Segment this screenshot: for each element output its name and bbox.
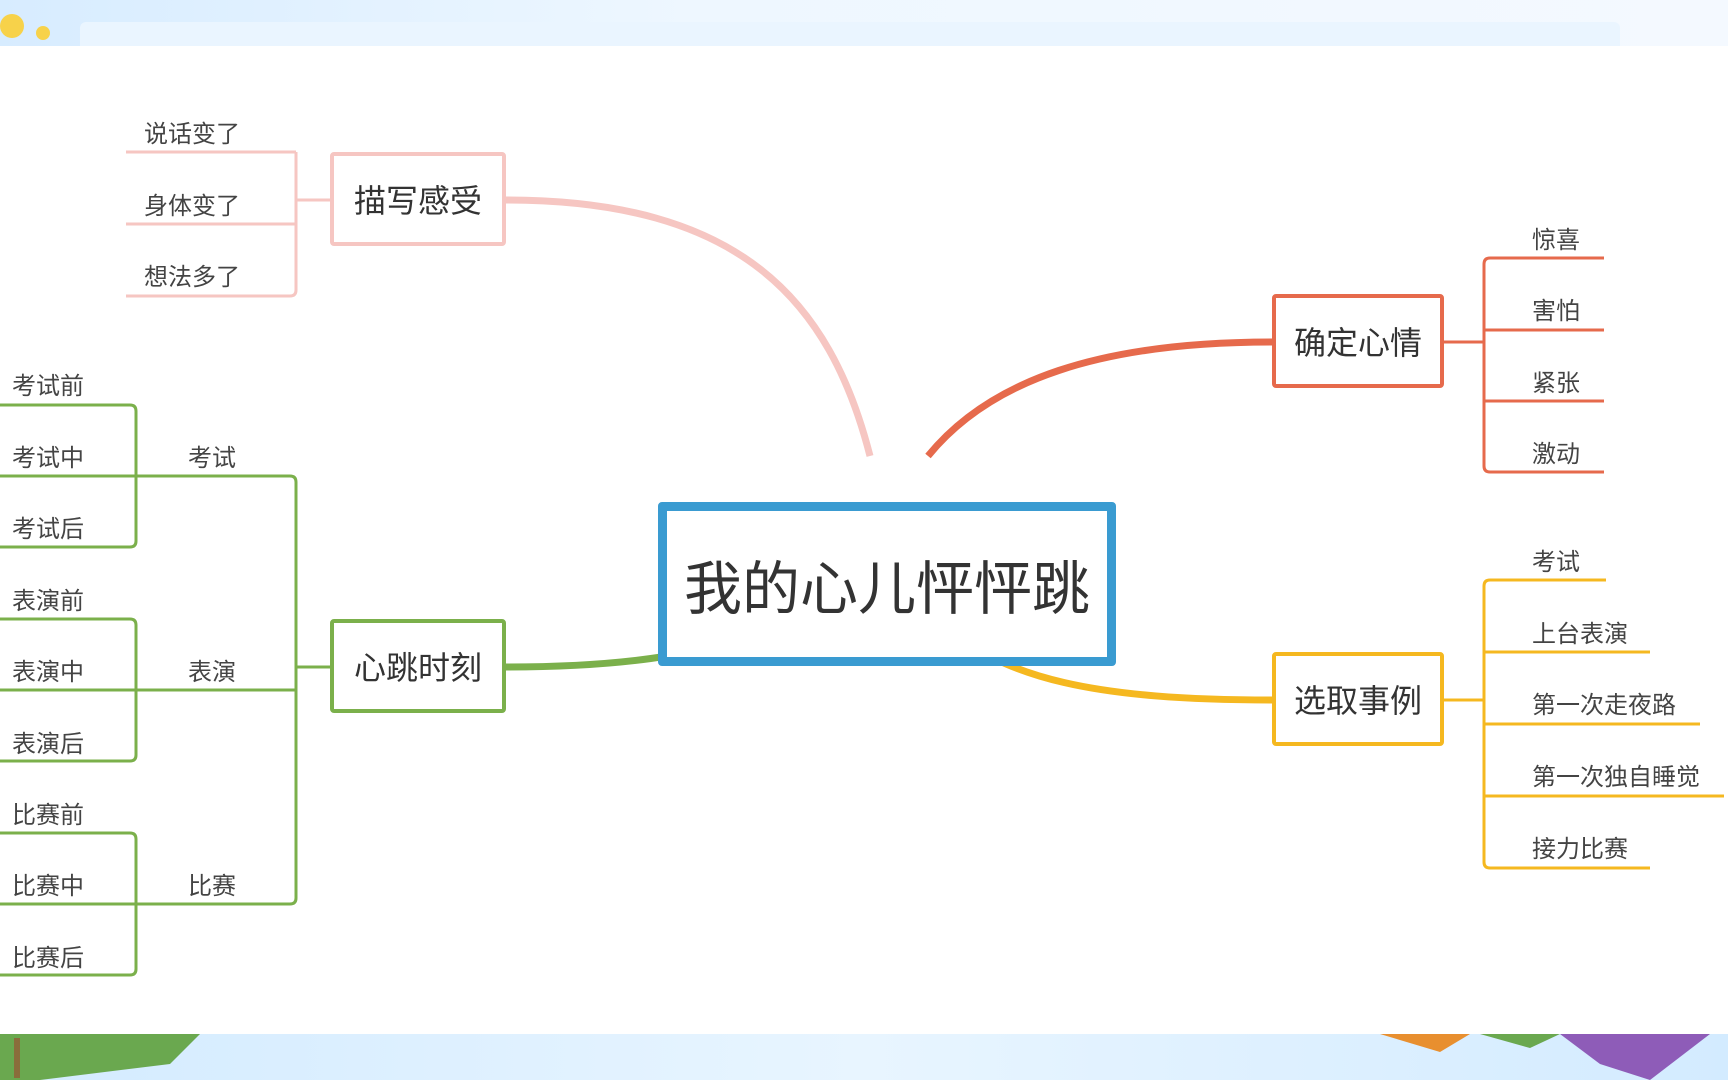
center-topic: 我的心儿怦怦跳: [658, 502, 1116, 666]
example-leaf: 第一次走夜路: [1532, 691, 1676, 719]
branch-moment-label: 心跳时刻: [353, 649, 482, 687]
describe-leaf: 身体变了: [144, 192, 240, 220]
mood-leaf-connectors: [1444, 256, 1604, 474]
sun-decoration: [36, 26, 50, 40]
describe-branch-curve: [505, 196, 874, 457]
moment-leaf: 考试前: [12, 372, 84, 400]
center-topic-label: 我的心儿怦怦跳: [683, 555, 1090, 623]
mood-leaf: 激动: [1532, 440, 1580, 468]
moment-leaf: 表演前: [12, 587, 84, 615]
mood-leaf: 紧张: [1532, 369, 1580, 397]
moment-group-label: 表演: [188, 658, 236, 686]
branch-moment-node: 心跳时刻: [330, 619, 506, 713]
branch-examples-node: 选取事例: [1272, 652, 1444, 746]
branch-examples-label: 选取事例: [1293, 682, 1422, 720]
branch-describe-node: 描写感受: [330, 152, 506, 246]
describe-leaf-connectors: [126, 150, 330, 298]
ladder-decoration: [14, 1038, 20, 1078]
mindmap-canvas: 我的心儿怦怦跳 描写感受 确定心情 心跳时刻 选取事例 说话变了 身体变了 想法…: [0, 46, 1728, 1034]
background-top-border: [0, 0, 1728, 46]
book-left-decoration: [0, 1034, 200, 1080]
sun-decoration: [0, 14, 24, 38]
moment-leaf: 表演后: [12, 730, 84, 758]
example-leaf: 第一次独自睡觉: [1532, 763, 1700, 791]
mood-branch-curve: [925, 338, 1273, 459]
moment-leaf: 考试后: [12, 515, 84, 543]
moment-leaf: 表演中: [12, 658, 84, 686]
branch-mood-label: 确定心情: [1293, 324, 1422, 362]
branch-describe-label: 描写感受: [353, 182, 482, 220]
moment-leaf: 比赛后: [12, 944, 84, 972]
moment-leaf: 考试中: [12, 444, 84, 472]
moment-leaf: 比赛前: [12, 801, 84, 829]
describe-leaf: 说话变了: [144, 120, 240, 148]
book-right-decoration: [1480, 1034, 1560, 1048]
book-right-decoration: [1560, 1034, 1710, 1080]
book-decorations: [0, 1034, 1710, 1080]
moment-group-label: 比赛: [188, 872, 236, 900]
moment-leaf-connectors: [0, 403, 330, 977]
example-leaf: 考试: [1532, 548, 1580, 576]
branch-mood-node: 确定心情: [1272, 294, 1444, 388]
moment-group-label: 考试: [188, 444, 236, 472]
mood-leaf: 害怕: [1532, 297, 1580, 325]
background-bottom-border: [0, 1034, 1728, 1080]
describe-leaf: 想法多了: [144, 263, 240, 291]
mood-leaf: 惊喜: [1532, 226, 1580, 254]
moment-leaf: 比赛中: [12, 872, 84, 900]
example-leaf: 接力比赛: [1532, 835, 1628, 863]
example-leaf: 上台表演: [1532, 620, 1628, 648]
examples-leaf-connectors: [1444, 578, 1724, 870]
book-right-decoration: [1380, 1034, 1470, 1052]
paper-sheet-decoration: [80, 22, 1620, 46]
